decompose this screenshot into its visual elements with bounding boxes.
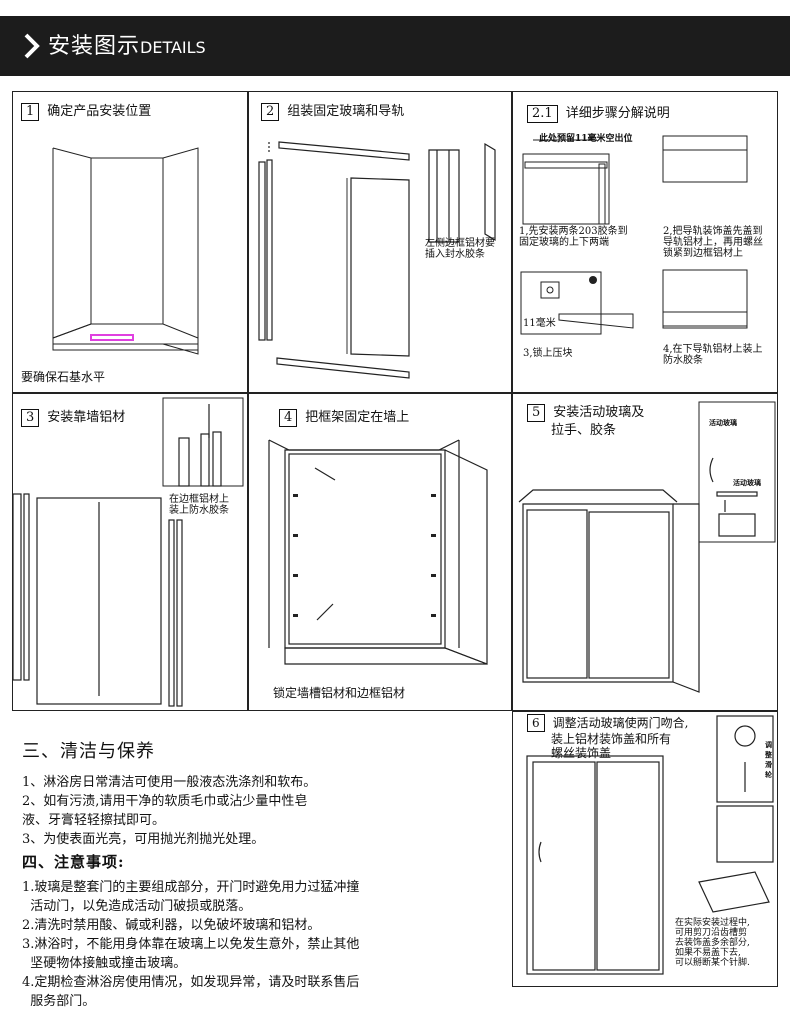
cleaning-item: 液、牙膏轻轻擦拭即可。 <box>22 813 166 828</box>
step-6-caption: 在实际安装过程中, 可用剪刀沿齿槽剪 去装饰盖多余部分, 如果不易盖下去, 可以… <box>675 918 750 968</box>
cleaning-heading: 三、清洁与保养 <box>22 741 155 762</box>
notes-item: 1.玻璃是整套门的主要组成部分，开门时避免用力过猛冲撞 <box>22 880 360 895</box>
step-1-caption: 要确保石基水平 <box>21 370 106 384</box>
notes-section: 四、注意事项: 1.玻璃是整套门的主要组成部分，开门时避免用力过猛冲撞 活动门，… <box>22 851 359 1011</box>
level-marker <box>90 334 134 341</box>
tag-movable-glass-2: 活动玻璃 <box>733 478 761 487</box>
sliding-door-drawing <box>518 401 776 693</box>
cleaning-item: 3、为使表面光亮，可用抛光剂抛光处理。 <box>22 832 265 847</box>
gap-label: 此处预留11毫米空出位 <box>539 134 633 144</box>
section-header: 安装图示DETAILS <box>0 16 790 76</box>
step-3-caption: 在边框铝材上 装上防水胶条 <box>169 494 229 516</box>
detail-2-caption: 2,把导轨装饰盖先盖到 导轨铝材上，再用螺丝 锁紧到边框铝材上 <box>663 226 763 259</box>
cleaning-item: 2、如有污渍,请用干净的软质毛巾或沾少量中性皂 <box>22 794 308 809</box>
screw-icon <box>589 276 597 284</box>
wall-profile-drawing <box>13 397 244 707</box>
detail-steps-drawing <box>520 135 748 335</box>
step-4-caption: 锁定墙槽铝材和边框铝材 <box>273 686 406 700</box>
glass-rail-drawing <box>258 141 496 379</box>
notes-heading: 四、注意事项: <box>22 853 125 871</box>
detail-3-caption: 3,锁上压块 <box>523 348 573 359</box>
notes-item: 活动门，以免造成活动门破损或脱落。 <box>22 899 252 914</box>
tag-movable-glass-1: 活动玻璃 <box>709 418 737 427</box>
chevron-right-icon <box>24 33 40 59</box>
notes-item: 坚硬物体接触或撞击玻璃。 <box>22 956 187 971</box>
mm-label: 11毫米 <box>523 318 556 329</box>
alcove-drawing <box>52 147 199 355</box>
step-2-caption: 左侧边框铝材要 插入封水胶条 <box>425 238 495 260</box>
notes-item: 服务部门。 <box>22 994 96 1009</box>
detail-1-caption: 1,先安装两条203胶条到 固定玻璃的上下两端 <box>519 226 628 248</box>
adjust-door-drawing <box>526 715 774 975</box>
cleaning-section: 三、清洁与保养 1、淋浴房日常清洁可使用一般液态洗涤剂和软布。 2、如有污渍,请… <box>22 737 316 849</box>
notes-item: 4.定期检查淋浴房使用情况，如发现异常，请及时联系售后 <box>22 975 360 990</box>
cleaning-item: 1、淋浴房日常清洁可使用一般液态洗涤剂和软布。 <box>22 775 317 790</box>
section-title: 安装图示DETAILS <box>48 34 206 59</box>
frame-fixing-drawing <box>268 439 488 665</box>
adjust-pulley-label: 调整滑轮 <box>765 740 772 779</box>
notes-item: 2.清洗时禁用酸、碱或利器，以免破坏玻璃和铝材。 <box>22 918 321 933</box>
notes-item: 3.淋浴时，不能用身体靠在玻璃上以免发生意外，禁止其他 <box>22 937 360 952</box>
detail-4-caption: 4,在下导轨铝材上装上 防水胶条 <box>663 344 763 366</box>
